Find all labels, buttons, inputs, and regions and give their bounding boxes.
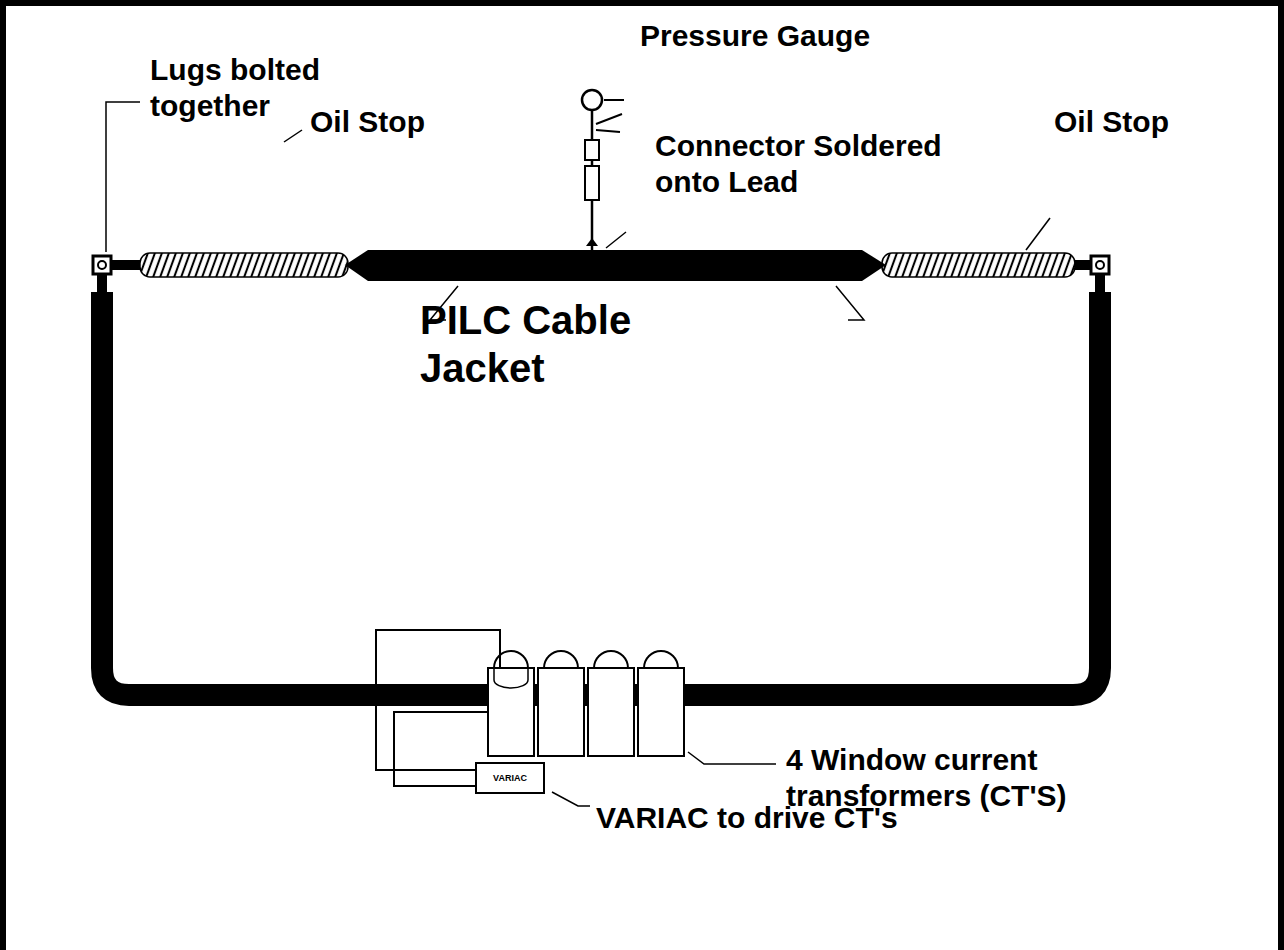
test-cable-loop [102, 292, 1100, 695]
leader-line [106, 102, 140, 252]
current-transformer [488, 668, 534, 756]
box-text: VARIAC [493, 773, 527, 783]
window-cts [488, 651, 684, 756]
pilc-cable-jacket [345, 250, 886, 281]
valve-body [585, 140, 599, 160]
current-transformer [638, 668, 684, 756]
callout-label: VARIAC to drive CT's [596, 800, 1016, 836]
callout-label: Pressure Gauge [640, 18, 960, 54]
leader-line [284, 130, 302, 142]
ct-window [494, 668, 528, 688]
frame [3, 3, 1281, 950]
cable-core [111, 260, 142, 270]
leader-line [606, 232, 626, 248]
fitting [585, 166, 599, 200]
lug-bolt [1096, 261, 1104, 269]
pressure-gauge [582, 90, 602, 110]
oil-stop [140, 253, 348, 277]
current-transformer [588, 668, 634, 756]
solder-connector [586, 238, 598, 246]
lug [93, 256, 111, 274]
lug-bolt [98, 261, 106, 269]
callout-label: Oil Stop [310, 104, 510, 140]
callout-label: Connector Soldered onto Lead [655, 128, 995, 200]
valve-handle [596, 114, 622, 132]
oil-stop [882, 253, 1075, 277]
lug [1091, 256, 1109, 274]
variac-box: VARIAC [475, 762, 545, 794]
leader-line [836, 286, 864, 320]
callout-label: PILC Cable Jacket [420, 296, 670, 392]
lug-stem [1095, 274, 1105, 296]
leader-line [552, 792, 590, 806]
callout-label: Oil Stop [1054, 104, 1254, 140]
leader-line [1026, 218, 1050, 250]
current-transformer [538, 668, 584, 756]
leader-line [688, 752, 776, 764]
lug-stem [97, 274, 107, 296]
ct-winding [494, 651, 678, 668]
gauge-mark [604, 99, 624, 101]
